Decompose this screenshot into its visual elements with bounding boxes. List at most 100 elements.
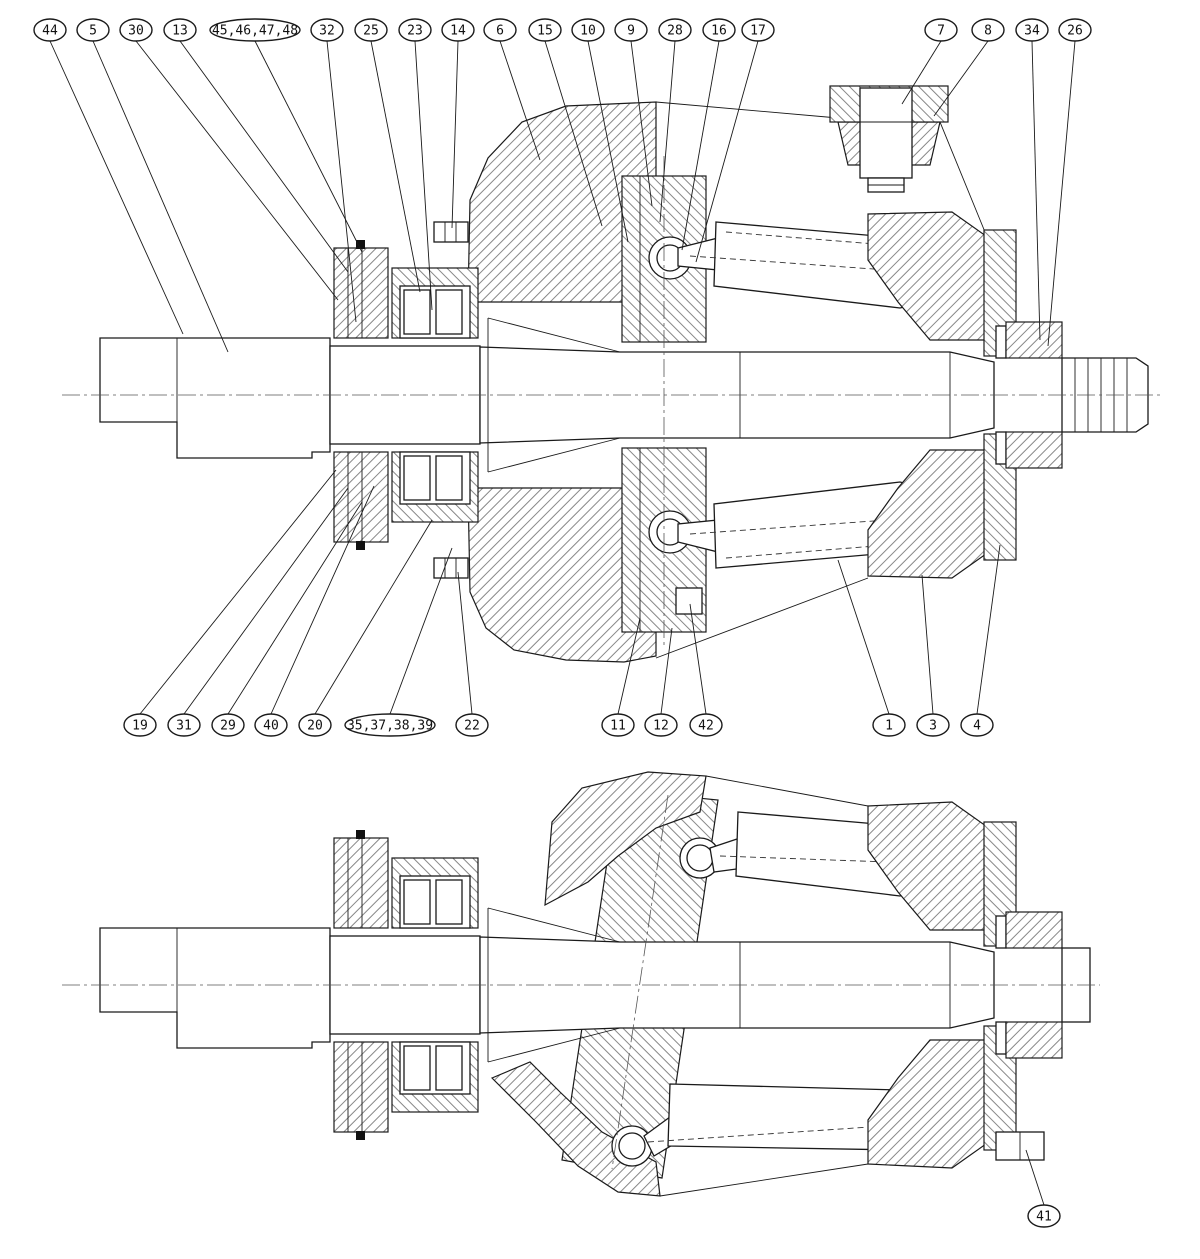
leader-line-40 [270, 485, 375, 715]
callout-balloon-13 [163, 18, 197, 42]
bent-piston-ball-lower-icon [618, 1132, 646, 1160]
callout-label-9: 9 [627, 24, 635, 39]
timing-pin [675, 587, 703, 615]
callout-balloon-3 [916, 713, 950, 737]
bent-block-axis-centerline [611, 794, 669, 1170]
leader-line-29 [227, 501, 363, 715]
callout-balloon-42 [689, 713, 723, 737]
callout-label-41: 41 [1036, 1210, 1052, 1225]
callout-balloon-34 [1015, 18, 1049, 42]
callout-balloon-10 [571, 18, 605, 42]
bent-rear-housing-upper [867, 801, 987, 931]
leader-line-12 [660, 627, 673, 715]
bleed-screw-upper [433, 221, 469, 243]
callout-balloon-45-46-47-48 [209, 18, 301, 42]
callout-balloon-6 [483, 18, 517, 42]
callout-balloon-11 [601, 713, 635, 737]
upper-section-view [62, 85, 1162, 663]
callout-balloon-16 [702, 18, 736, 42]
callout-balloon-29 [211, 713, 245, 737]
callout-balloon-23 [398, 18, 432, 42]
callout-label-16: 16 [711, 24, 727, 39]
leader-line-17 [695, 40, 759, 263]
callout-label-30: 30 [128, 24, 144, 39]
leader-line-7 [901, 40, 942, 105]
callout-label-19: 19 [132, 719, 148, 734]
leader-line-41 [1025, 1149, 1045, 1206]
drive-shaft-left [99, 337, 331, 459]
bent-housing-outer-contour [659, 775, 869, 1197]
callout-label-4: 4 [973, 719, 981, 734]
shaft-washer-upper [995, 325, 1007, 359]
rear-housing-upper [867, 211, 987, 341]
callout-label-35-37-38-39: 35,37,38,39 [347, 719, 433, 734]
housing-outer-contour [655, 101, 986, 659]
callout-balloon-31 [167, 713, 201, 737]
o-ring-upper-icon [356, 240, 365, 249]
callout-label-13: 13 [172, 24, 188, 39]
callout-label-45-46-47-48: 45,46,47,48 [212, 24, 298, 39]
callout-balloon-17 [741, 18, 775, 42]
leader-line-16 [681, 40, 720, 251]
leader-line-3 [921, 574, 934, 715]
leader-line-23 [414, 40, 433, 311]
callout-label-20: 20 [307, 719, 323, 734]
rear-housing-lower [867, 449, 987, 579]
leader-line-20 [314, 519, 433, 715]
callout-balloon-41 [1027, 1204, 1061, 1228]
callout-label-28: 28 [667, 24, 683, 39]
callout-balloon-28 [658, 18, 692, 42]
bearing-assembly [391, 267, 479, 523]
callout-balloon-12 [644, 713, 678, 737]
leader-line-45-46-47-48 [254, 40, 363, 253]
leader-line-22 [457, 571, 473, 715]
leader-line-19 [139, 469, 337, 715]
callout-label-29: 29 [220, 719, 236, 734]
leader-line-25 [370, 40, 421, 293]
callout-label-25: 25 [363, 24, 379, 39]
callout-label-6: 6 [496, 24, 504, 39]
shaft-nut-upper [1005, 321, 1063, 359]
bent-drive-shaft-left [99, 927, 331, 1049]
o-ring-lower-icon [356, 541, 365, 550]
bent-housing-upper-left [544, 771, 707, 907]
callout-balloon-22 [455, 713, 489, 737]
leader-line-10 [587, 40, 629, 243]
callout-label-34: 34 [1024, 24, 1040, 39]
callout-balloon-14 [441, 18, 475, 42]
callout-balloon-40 [254, 713, 288, 737]
shaft-washer-lower [995, 431, 1007, 465]
bent-o-ring-upper-icon [356, 830, 365, 839]
bleed-screw-lower [433, 557, 469, 579]
leader-line-28 [659, 40, 676, 223]
callout-label-11: 11 [610, 719, 626, 734]
leader-line-4 [976, 544, 1001, 715]
callout-label-10: 10 [580, 24, 596, 39]
bent-shaft-washer-upper [995, 915, 1007, 949]
leader-line-26 [1047, 40, 1076, 347]
leader-line-8 [933, 40, 989, 117]
bent-o-ring-lower-icon [356, 1131, 365, 1140]
bent-shaft-washer-lower [995, 1021, 1007, 1055]
seal-housing [333, 240, 389, 550]
callout-label-31: 31 [176, 719, 192, 734]
callout-label-3: 3 [929, 719, 937, 734]
callout-label-23: 23 [407, 24, 423, 39]
callout-label-22: 22 [464, 719, 480, 734]
callout-balloon-20 [298, 713, 332, 737]
callout-balloon-32 [310, 18, 344, 42]
callout-label-7: 7 [937, 24, 945, 39]
leader-line-14 [451, 40, 459, 229]
callout-balloon-5 [76, 18, 110, 42]
bent-seal-housing [333, 830, 389, 1140]
callout-balloon-30 [119, 18, 153, 42]
callout-label-17: 17 [750, 24, 766, 39]
lower-section-view [62, 771, 1100, 1197]
bent-housing-lower-left [490, 1061, 661, 1197]
callout-label-26: 26 [1067, 24, 1083, 39]
callout-label-14: 14 [450, 24, 466, 39]
bent-rear-housing-lower [867, 1039, 987, 1169]
